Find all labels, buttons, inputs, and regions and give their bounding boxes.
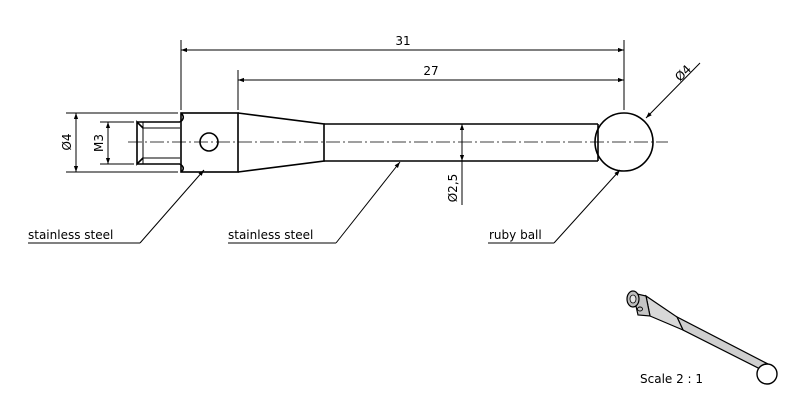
dimension-27-label: 27 [423,64,438,78]
thread-section [136,112,185,173]
thread-label: M3 [92,134,106,152]
dimension-thread: M3 [92,121,134,165]
iso-stem [675,315,769,373]
dimension-stem-diameter: Ø2,5 [446,124,465,205]
body-block [180,112,239,173]
dimension-ball-diameter: Ø4 [645,62,701,119]
tapered-section [237,112,325,173]
dimension-body-diameter: Ø4 [60,112,178,173]
iso-ruby-ball [756,363,778,385]
scale-label: Scale 2 : 1 [640,372,703,386]
callout-stem-material: stainless steel [228,161,401,244]
callout-body-material: stainless steel [28,169,205,244]
body-material-label: stainless steel [28,228,113,242]
isometric-preview [626,290,778,385]
callout-tip-material: ruby ball [488,169,621,244]
stem-section [324,123,599,162]
tip-material-label: ruby ball [489,228,542,242]
dimension-31-label: 31 [395,34,410,48]
dimension-31: 31 [180,34,625,110]
dimension-27: 27 [237,64,624,110]
iso-taper [645,294,685,332]
ball-diameter-label: Ø4 [672,62,694,84]
stem-material-label: stainless steel [228,228,313,242]
body-diameter-label: Ø4 [60,133,74,150]
stem-diameter-label: Ø2,5 [446,174,460,203]
stylus-part [128,112,668,173]
iso-body-hole [637,306,643,312]
